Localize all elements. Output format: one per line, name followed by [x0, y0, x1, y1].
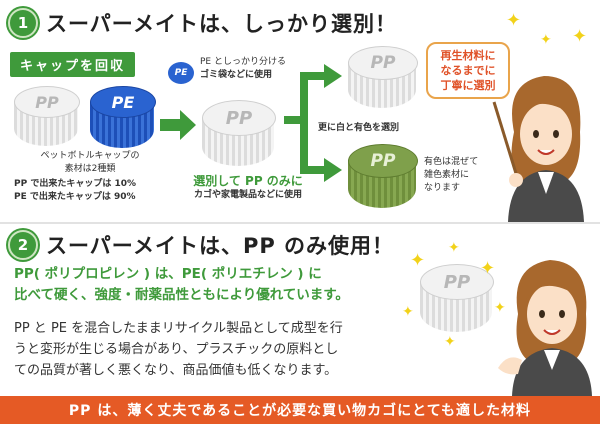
colored-mix-note: 有色は混ぜて 雑色素材に なります [424, 156, 478, 195]
sparkle-icon: ✦ [494, 300, 506, 316]
sparkle-icon: ✦ [402, 304, 414, 320]
sparkle-icon: ✦ [480, 258, 496, 279]
section2-heading: 2 スーパーメイトは、PP のみ使用！ [8, 230, 394, 260]
pe-note-line-1: PE としっかり分ける [200, 57, 286, 67]
colored-note-line-3: なります [424, 183, 461, 193]
section1-number-badge: 1 [8, 8, 38, 38]
pp-advantage-text: PP( ポリプロピレン ) は、PE( ポリエチレン ) に 比べて硬く、強度・… [14, 264, 349, 306]
presenter-woman-illustration [498, 260, 592, 396]
footer-banner: PP は、薄く丈夫であることが必要な買い物カゴにとても適した材料 [0, 396, 600, 424]
section2-title: スーパーメイトは、PP のみ使用！ [46, 234, 395, 258]
caption-line-1: ペットボトルキャップの [40, 151, 140, 161]
pe-note-line-2: ゴミ袋などに使用 [200, 70, 273, 80]
collect-caps-tag: キャップを回収 [10, 52, 136, 77]
caption-line-2: 素材は2種類 [64, 164, 116, 174]
green-line-2: 比べて硬く、強度・耐薬品性ともにより優れています。 [14, 287, 349, 303]
speech-bubble: 再生材料に なるまでに 丁寧に選別 [426, 42, 510, 99]
sparkle-icon: ✦ [506, 10, 522, 31]
pe-ratio-line: PE で出来たキャップは 90% [14, 192, 136, 202]
cap-material-caption: ペットボトルキャップの 素材は2種類 [10, 150, 170, 176]
colored-note-line-1: 有色は混ぜて [424, 157, 479, 167]
select-note-line-1: 選別して PP のみに [193, 174, 303, 188]
speech-line-2: なるまでに [440, 64, 496, 77]
sparkle-icon: ✦ [448, 240, 460, 256]
speech-line-1: 再生材料に [440, 49, 496, 62]
select-pp-note: 選別して PP のみに カゴや家電製品などに使用 [178, 172, 318, 202]
green-line-1: PP( ポリプロピレン ) は、PE( ポリエチレン ) に [14, 266, 322, 282]
body-line-2: うと変形が生じる場合があり、プラスチックの原料とし [14, 342, 339, 357]
section1-heading: 1 スーパーメイトは、しっかり選別！ [8, 8, 397, 38]
fork-arrow-icon [284, 64, 342, 182]
sparkle-icon: ✦ [540, 32, 552, 48]
cap-ratio-lines: PP で出来たキャップは 10% PE で出来たキャップは 90% [14, 178, 136, 204]
arrow-right-icon [160, 110, 196, 140]
pp-ratio-line: PP で出来たキャップは 10% [14, 179, 137, 189]
footer-text: PP は、薄く丈夫であることが必要な買い物カゴにとても適した材料 [68, 403, 532, 419]
pp-cap-colored: PP [348, 144, 418, 208]
pp-cap-white-sorted: PP [348, 46, 418, 108]
pe-cap-blue: PE [90, 86, 156, 148]
colored-note-line-2: 雑色素材に [424, 170, 470, 180]
speech-line-3: 丁寧に選別 [440, 79, 496, 92]
pp-cap-white: PP [14, 86, 80, 146]
pp-cap-selected: PP [202, 100, 276, 166]
mixing-warning-text: PP と PE を混合したままリサイクル製品として成型を行 うと変形が生じる場合… [14, 318, 343, 381]
body-line-1: PP と PE を混合したままリサイクル製品として成型を行 [14, 321, 343, 336]
section2-number-badge: 2 [8, 230, 38, 260]
guide-woman-illustration [492, 76, 584, 222]
section-divider [0, 222, 600, 224]
white-colored-note: 更に白と有色を選別 [318, 123, 400, 133]
sparkle-icon: ✦ [444, 334, 456, 350]
body-line-3: ての品質が著しく悪くなり、商品価値も低くなります。 [14, 363, 338, 378]
section1-title: スーパーメイトは、しっかり選別！ [46, 12, 397, 36]
sparkle-icon: ✦ [572, 26, 588, 47]
pe-separate-note: PE としっかり分ける ゴミ袋などに使用 [200, 56, 286, 82]
sparkle-icon: ✦ [410, 250, 426, 271]
select-note-line-2: カゴや家電製品などに使用 [193, 190, 302, 200]
pe-small-cap-icon: PE [168, 62, 194, 88]
pp-cap-highlight: PP [420, 264, 494, 332]
